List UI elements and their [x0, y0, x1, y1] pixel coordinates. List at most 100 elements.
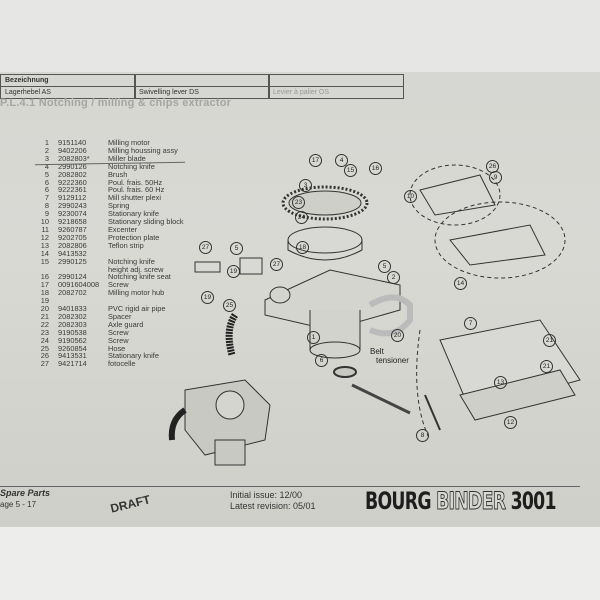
part-number-index: 1: [44, 138, 49, 147]
part-description: Stationary sliding block: [108, 217, 184, 227]
part-code: 9413531: [58, 351, 87, 361]
header-cell-en: Swivelling lever DS: [134, 86, 270, 99]
belt-tensioner: [351, 383, 411, 415]
callout-number: 17: [309, 154, 322, 167]
part-code: 9190562: [58, 335, 87, 345]
part-number-index: 6: [44, 177, 49, 187]
part-description: fotocelle: [108, 359, 136, 369]
part-code: 9190538: [58, 327, 87, 337]
brand-part: BOURG: [365, 487, 437, 515]
part-code: 2082802: [58, 169, 87, 179]
callout-number: 27: [270, 258, 283, 271]
part-code: 9402206: [58, 145, 87, 155]
part-description: Teflon strip: [108, 240, 144, 250]
part-code: 2990126: [58, 161, 87, 171]
part-number-index: 9: [44, 209, 49, 219]
callout-number: 27: [199, 241, 212, 254]
part-code: 2082806: [58, 240, 87, 250]
callout-number: 25: [223, 299, 236, 312]
part-number-index: 18: [40, 288, 49, 298]
part-description: Notching knife seat: [108, 272, 171, 282]
callout-number: 5: [230, 242, 243, 255]
callout-number: 14: [454, 277, 467, 290]
part-number-index: 12: [40, 232, 49, 242]
callout-number: 19: [201, 291, 214, 304]
part-description: Mill shutter plexi: [108, 193, 161, 203]
hose: [225, 313, 239, 356]
part-code: 9222360: [58, 177, 87, 187]
part-number-index: 27: [40, 359, 49, 369]
pulley: [333, 366, 357, 378]
part-description: Screw: [108, 280, 129, 290]
header-table: Bezeichnung Lagerhebel AS Swivelling lev…: [0, 74, 600, 99]
miller-blade: [281, 185, 369, 221]
part-code: 9230074: [58, 209, 87, 219]
part-number-index: 7: [44, 193, 49, 203]
part-number-index: 21: [40, 311, 49, 321]
part-number-index: 11: [41, 224, 49, 234]
part-code: 9151140: [58, 138, 87, 147]
part-code: 2082702: [58, 288, 87, 298]
callout-number: 24: [295, 211, 308, 224]
part-number-index: 26: [40, 351, 49, 361]
callout-number: 13: [494, 376, 507, 389]
part-number-index: 5: [44, 169, 49, 179]
part-number-index: 24: [40, 335, 49, 345]
callout-number: 15: [344, 164, 357, 177]
part-code: 2990125: [58, 256, 87, 266]
part-description: Poul. frais. 50Hz: [108, 177, 163, 187]
detail-circle: [434, 201, 566, 279]
part-code: 9222361: [58, 185, 87, 195]
part-code: 9260854: [58, 343, 87, 353]
part-description: Hose: [108, 343, 126, 353]
revision-info: Initial issue: 12/00 Latest revision: 05…: [230, 490, 316, 512]
brand-part: BINDER: [436, 487, 507, 516]
callout-number: 23: [292, 196, 305, 209]
belt-label-line2: tensioner: [376, 356, 409, 365]
callout-number: 2: [387, 271, 400, 284]
callout-number: 16: [369, 162, 382, 175]
brand-logo: BOURG BINDER 3001: [365, 487, 557, 516]
part-number-index: 16: [40, 272, 49, 282]
part-number-index: 3: [44, 153, 49, 163]
part-code: 9129112: [58, 193, 87, 203]
part-number-index: 17: [40, 280, 49, 290]
part-description: Excenter: [108, 224, 138, 234]
part-number-index: 20: [40, 304, 49, 314]
callout-number: 1: [307, 331, 320, 344]
table-surface: [0, 527, 600, 600]
milling-housing: [264, 269, 401, 331]
part-number-index: 23: [40, 327, 49, 337]
callout-number: 4: [335, 154, 348, 167]
belt-tensioner-label: Belt tensioner: [370, 347, 409, 365]
part-code: 9421714: [58, 359, 87, 369]
callout-number: 5: [378, 260, 391, 273]
part-code: 9413532: [58, 248, 87, 258]
callout-number: 21: [543, 334, 556, 347]
part-description: Spacer: [108, 311, 132, 321]
callout-number: 7: [464, 317, 477, 330]
section-title: P.L.4.1 Notching / milling & chips extra…: [0, 97, 232, 109]
part-number-index: 13: [40, 240, 49, 250]
parts-list-row: 27 9421714 fotocelle: [35, 360, 218, 368]
callout-number: 6: [315, 354, 328, 367]
part-number-index: 14: [40, 248, 49, 258]
latest-revision: Latest revision: 05/01: [230, 501, 316, 511]
part-number-index: 2: [44, 145, 49, 155]
callout-number: 10: [404, 190, 417, 203]
part-number-index: 22: [40, 319, 49, 329]
part-description: Stationary knife: [108, 351, 159, 361]
part-description: Milling houssing assy: [108, 145, 178, 155]
callout-number: 21: [540, 360, 553, 373]
